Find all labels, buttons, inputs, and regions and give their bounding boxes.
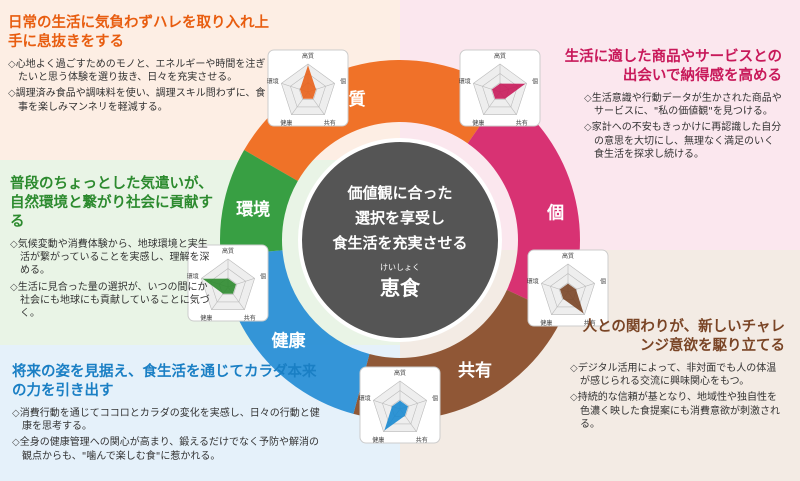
bullet-list-kankyo: 気候変動や消費体験から、地球環境と実生活が繋がっていることを実感し、理解を深める… [10, 238, 215, 320]
radar-axis-label: 高質 [302, 52, 314, 60]
radar-axis-label: 個 [260, 273, 266, 281]
panel-title-kenko: 将来の姿を見据え、食生活を通じてカラダ本来の力を引き出す [12, 364, 317, 399]
bullet-item: 心地よく過ごすためのモノと、エネルギーや時間を注ぎたいと思う体験を選り抜き、日々… [8, 58, 270, 84]
radar-axis-label: 個 [340, 78, 346, 86]
radar-axis-label: 環境 [267, 78, 279, 86]
center-circle [298, 138, 502, 342]
radar-axis-label: 健康 [540, 319, 552, 327]
bullet-item: 消費行動を通じてココロとカラダの変化を実感し、日々の行動と健康を思考する。 [12, 407, 322, 433]
bullet-list-ko: 生活意識や行動データが生かされた商品やサービスに、"私の価値観"を見つける。 家… [584, 92, 782, 161]
radar-axis-label: 環境 [359, 395, 371, 403]
bullet-item: 家計への不安もきっかけに再認識した自分の意思を大切にし、無理なく満足のいく食生活… [584, 121, 782, 161]
ring-segment-label: 個 [546, 203, 564, 224]
center-text-line: 価値観に合った [346, 184, 452, 202]
panel-title-ko: 生活に適した商品やサービスとの出会いで納得感を高める [564, 49, 782, 84]
bullet-item: 持続的な信頼が基となり、地域性や独自性を色濃く映した食提案にも消費意欲が刺激され… [570, 391, 785, 431]
ring-segment [219, 150, 298, 256]
radar-value-shape [300, 65, 316, 99]
radar-axis-label: 個 [532, 78, 538, 86]
radar-axis-label: 環境 [459, 78, 471, 86]
panel-ko: 生活に適した商品やサービスとの出会いで納得感を高める 生活意識や行動データが生か… [562, 48, 782, 164]
radar-axis-label: 個 [432, 395, 438, 403]
bullet-item: 生活意識や行動データが生かされた商品やサービスに、"私の価値観"を見つける。 [584, 92, 782, 118]
panel-kyoyu: 人との関わりが、新しいチャレンジ意欲を駆り立てる デジタル活用によって、非対面で… [570, 318, 785, 434]
bullet-list-kyoyu: デジタル活用によって、非対面でも人の体温が感じられる交流に興味関心をもつ。 持続… [570, 362, 785, 431]
bullet-item: 全身の健康管理への関心が高まり、鍛えるだけでなく予防や解消の観点からも、"噛んで… [12, 436, 322, 462]
radar-axis-label: 共有 [244, 314, 256, 322]
center-ruby: けいしょく [380, 263, 420, 272]
ring-segment-label: 健康 [272, 330, 307, 351]
radar-axis-label: 健康 [472, 119, 484, 127]
radar-axis-label: 高質 [222, 247, 234, 255]
radar-axis-label: 高質 [494, 52, 506, 60]
bullet-item: 生活に見合った量の選択が、いつの間にか社会にも地球にも貢献していることに気づく。 [10, 281, 215, 321]
center-text-line: 選択を享受し [355, 209, 445, 227]
bullet-item: 気候変動や消費体験から、地球環境と実生活が繋がっていることを実感し、理解を深める… [10, 238, 215, 278]
bullet-list-koushitsu: 心地よく過ごすためのモノと、エネルギーや時間を注ぎたいと思う体験を選り抜き、日々… [8, 58, 270, 114]
radar-axis-label: 共有 [584, 319, 596, 327]
ring-segment-label: 環境 [236, 199, 270, 220]
bullet-list-kenko: 消費行動を通じてココロとカラダの変化を実感し、日々の行動と健康を思考する。 全身… [12, 407, 322, 463]
bullet-item: デジタル活用によって、非対面でも人の体温が感じられる交流に興味関心をもつ。 [570, 362, 785, 388]
panel-koushitsu: 日常の生活に気負わずハレを取り入れ上手に息抜きをする 心地よく過ごすためのモノと… [8, 14, 270, 117]
radar-axis-label: 共有 [416, 436, 428, 444]
panel-title-koushitsu: 日常の生活に気負わずハレを取り入れ上手に息抜きをする [8, 15, 269, 50]
radar-value-shape [492, 83, 526, 99]
panel-title-kankyo: 普段のちょっとした気遣いが、自然環境と繋がり社会に貢献する [10, 176, 213, 230]
radar-axis-label: 健康 [280, 119, 292, 127]
panel-title-kyoyu: 人との関わりが、新しいチャレンジ意欲を駆り立てる [582, 319, 785, 354]
center-keyword: 恵食 [380, 276, 421, 300]
radar-axis-label: 高質 [394, 369, 406, 377]
bullet-item: 調理済み食品や調味料を使い、調理スキル問わずに、食事を楽しみマンネリを軽減する。 [8, 87, 270, 113]
radar-axis-label: 環境 [527, 278, 539, 286]
ring-segment-label: 共有 [458, 360, 492, 381]
panel-kankyo: 普段のちょっとした気遣いが、自然環境と繋がり社会に貢献する 気候変動や消費体験か… [10, 175, 215, 323]
radar-value-shape [384, 400, 408, 431]
panel-kenko: 将来の姿を見据え、食生活を通じてカラダ本来の力を引き出す 消費行動を通じてココロ… [12, 363, 322, 466]
radar-value-shape [560, 283, 584, 314]
radar-axis-label: 共有 [324, 119, 336, 127]
radar-axis-label: 共有 [516, 119, 528, 127]
center-text-line: 食生活を充実させる [332, 234, 467, 252]
radar-axis-label: 個 [600, 278, 606, 286]
radar-axis-label: 高質 [562, 252, 574, 260]
radar-axis-label: 健康 [372, 436, 384, 444]
